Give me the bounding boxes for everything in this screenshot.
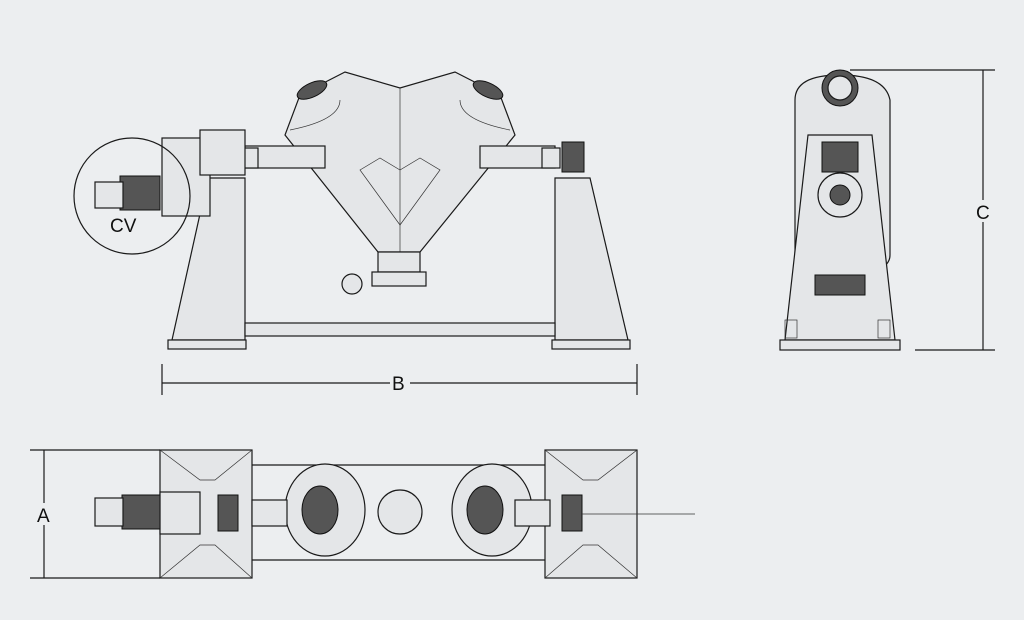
right-pedestal: [554, 177, 629, 341]
left-lid: [296, 80, 328, 100]
outlet: [377, 251, 421, 273]
base-beam: [244, 322, 556, 337]
side-view: C: [779, 69, 995, 351]
dimension-c-label: C: [976, 203, 990, 224]
left-pedestal-base: [167, 339, 247, 350]
dimension-b-label: B: [392, 374, 405, 395]
dimension-a-label: A: [37, 506, 50, 527]
top-motor: [94, 497, 124, 527]
cv-callout-circle: [73, 137, 191, 255]
center-outlet-plan: [377, 489, 423, 535]
front-view: CV B: [73, 71, 638, 395]
right-pedestal-base: [551, 339, 631, 350]
top-view: A: [30, 449, 695, 579]
outlet-valve: [341, 273, 363, 295]
motor-housing: [119, 175, 161, 211]
cv-label: CV: [110, 216, 137, 237]
right-lid: [472, 80, 504, 100]
motor: [94, 181, 124, 209]
right-bearing: [561, 141, 585, 173]
